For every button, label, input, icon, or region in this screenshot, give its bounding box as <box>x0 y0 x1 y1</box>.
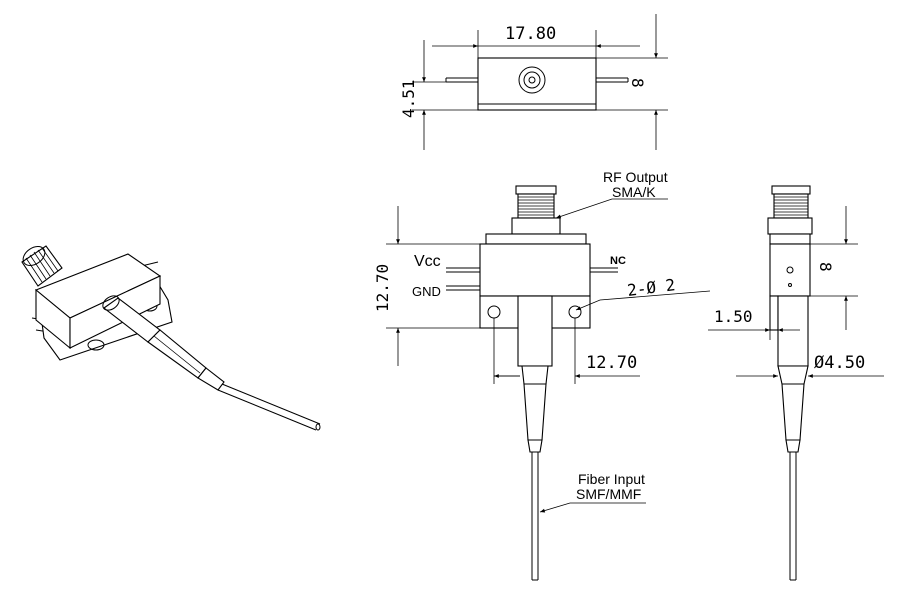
front-height-dim: 12.70 <box>373 264 392 312</box>
iso-sma-connector <box>21 245 63 287</box>
vcc-label: Vcc <box>414 253 441 270</box>
top-pin-offset-dim: 4.51 <box>399 79 418 118</box>
side-boot-dim: Ø4.50 <box>814 353 865 373</box>
hole-dim-label: 2-Ø 2 <box>626 275 676 300</box>
front-view: RF Output SMA/K Vcc GND NC 2-Ø 2 12.70 1… <box>373 169 711 581</box>
fiber-type-label: SMF/MMF <box>576 486 641 502</box>
gnd-label: GND <box>412 284 441 299</box>
side-view: 8 1.50 Ø4.50 <box>708 185 884 581</box>
connector-type-label: SMA/K <box>612 184 656 200</box>
rf-output-label: RF Output <box>603 169 668 185</box>
nc-label: NC <box>610 255 626 267</box>
fiber-input-label: Fiber Input <box>578 471 645 487</box>
top-height-dim: 8 <box>628 78 647 88</box>
iso-fiber-boot <box>102 295 321 431</box>
front-sma-connector <box>511 185 561 235</box>
hole-spacing-dim: 12.70 <box>586 353 637 373</box>
top-width-dim: 17.80 <box>505 24 556 44</box>
isometric-view <box>21 245 321 431</box>
side-flange-dim: 1.50 <box>714 307 753 326</box>
top-view: 17.80 4.51 8 <box>399 14 668 150</box>
side-height-dim: 8 <box>816 262 835 272</box>
